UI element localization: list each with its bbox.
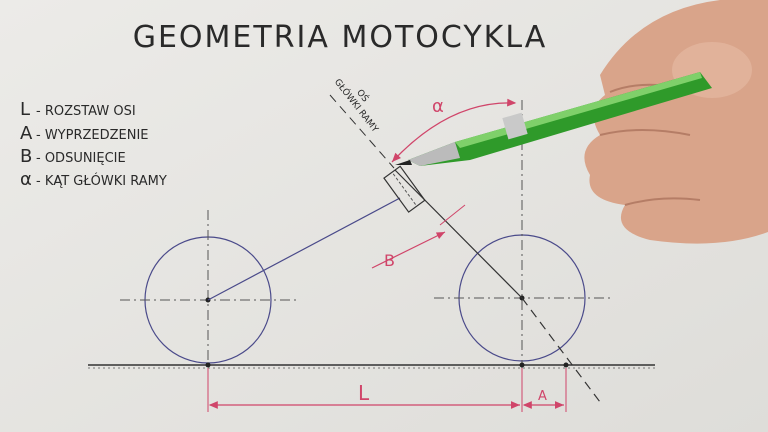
legend-symbol-alpha: α [20, 169, 32, 190]
steering-axis-ground-point [563, 362, 569, 368]
legend-text-l: - ROZSTAW OSI [36, 104, 136, 119]
offset-label: B [384, 251, 395, 270]
frame-line [207, 197, 401, 301]
steering-head [383, 165, 426, 213]
front-contact-point [519, 362, 525, 368]
steering-axis-extension [521, 297, 601, 403]
legend-symbol-a: A [20, 123, 33, 144]
legend-text-a: - WYPRZEDZENIE [36, 128, 149, 143]
trail-label: A [538, 389, 547, 404]
wheelbase-label: L [358, 381, 370, 405]
legend-symbol-l: L [20, 99, 30, 120]
offset-extension-line [439, 204, 466, 226]
rear-contact-point [205, 362, 211, 368]
ground [88, 364, 655, 369]
alpha-arc [391, 98, 517, 163]
page-title: GEOMETRIA MOTOCYKLA [133, 20, 548, 55]
legend-text-b: - ODSUNIĘCIE [36, 151, 126, 166]
alpha-label: α [432, 96, 444, 117]
legend-symbol-b: B [20, 146, 32, 167]
legend-text-alpha: - KĄT GŁÓWKI RAMY [36, 173, 167, 189]
fork-line [394, 169, 523, 299]
legend: L - ROZSTAW OSI A - WYPRZEDZENIE B - ODS… [20, 99, 167, 190]
offset-dimension-line [371, 231, 446, 269]
hand-with-pen [395, 0, 768, 244]
steering-axis-top [329, 94, 395, 169]
